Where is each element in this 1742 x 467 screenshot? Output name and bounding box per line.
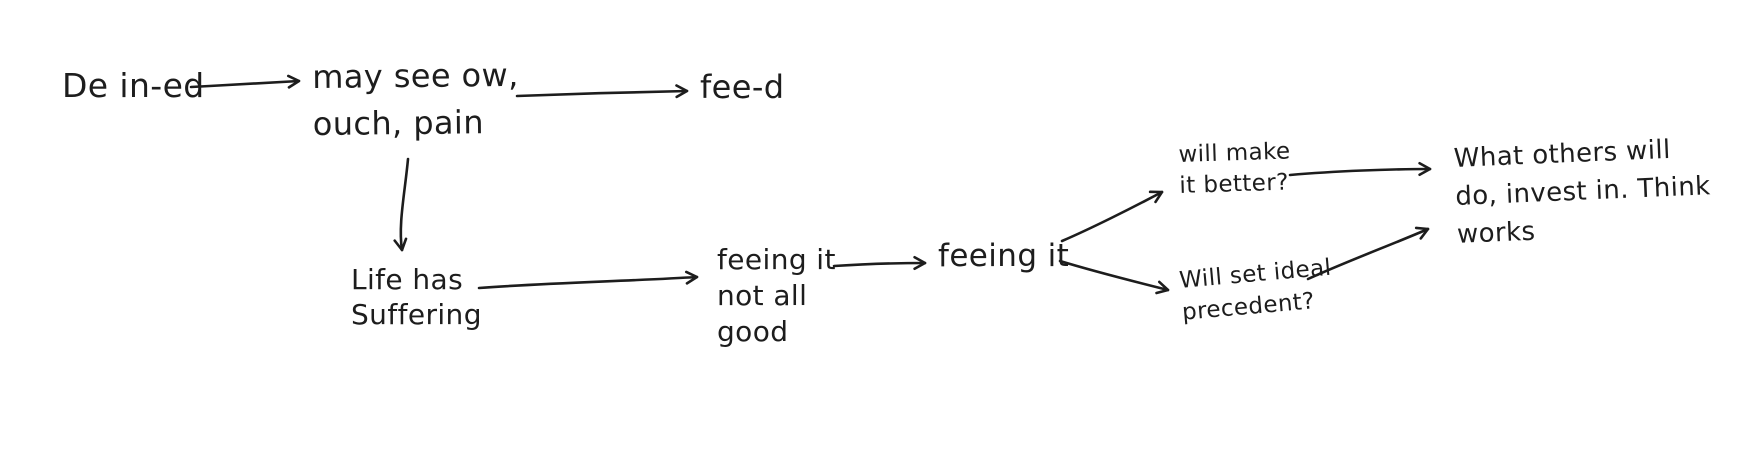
node-life-has-suffering: Life has Suffering: [351, 263, 482, 331]
edge-may-see-to-life-has: [393, 157, 410, 252]
edge-feeling-not-good-to-feeling-it: [832, 255, 927, 271]
edge-feeling-it-to-make-better: [1060, 190, 1164, 243]
edge-life-has-to-feeling-not-good: [477, 270, 699, 290]
edge-set-precedent-to-what-others: [1306, 226, 1430, 281]
node-feeling-it: feeing it: [938, 238, 1070, 274]
node-what-others-will-do: What others will do, invest in. Think wo…: [1453, 134, 1712, 250]
node-fee-d: fee-d: [700, 68, 785, 106]
node-will-make-it-better: will make it better?: [1178, 138, 1291, 199]
node-may-see-ow-ouch-pain: may see ow, ouch, pain: [312, 55, 519, 143]
edge-may-see-to-feed: [515, 84, 689, 99]
node-feeling-it-not-all-good: feeing it not all good: [717, 243, 836, 348]
edge-make-better-to-what-others: [1288, 161, 1432, 177]
edge-feeling-it-to-set-precedent: [1058, 259, 1170, 295]
node-defined: De in-ed: [62, 66, 205, 105]
edge-defined-to-may-see: [189, 74, 301, 89]
node-will-set-ideal-precedent: Will set ideal precedent?: [1178, 254, 1333, 326]
